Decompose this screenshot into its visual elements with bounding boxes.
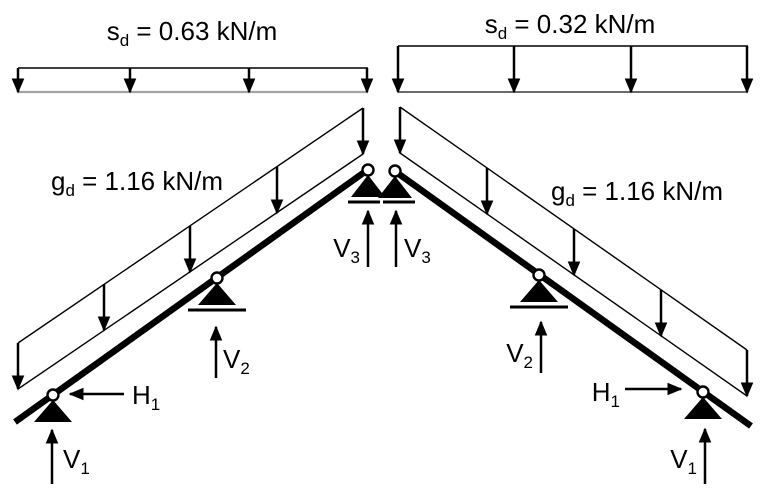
reaction-v2-right: V2 xyxy=(506,320,548,373)
support-triangle-icon xyxy=(378,176,412,198)
reaction-h1-right: H1 xyxy=(592,377,683,411)
dead-load-band-right: gd = 1.16 kN/m xyxy=(393,106,754,398)
snow-load-left-label: sd = 0.63 kN/m xyxy=(107,16,278,50)
support-ridge-left xyxy=(348,163,385,204)
support-triangle-icon xyxy=(198,283,236,305)
support-triangle-icon xyxy=(351,175,385,197)
right-rafter-beam xyxy=(394,169,753,429)
pin-circle-icon xyxy=(46,388,60,402)
pin-circle-icon xyxy=(532,268,546,282)
reaction-v2-left: V2 xyxy=(209,325,250,378)
snow-load-right-label: sd = 0.32 kN/m xyxy=(485,9,656,43)
support-left-mid xyxy=(188,271,246,312)
dead-load-right-label: gd = 1.16 kN/m xyxy=(551,176,723,210)
load-band-upper-edge xyxy=(17,107,364,344)
reaction-v1-right-label: V1 xyxy=(670,444,697,478)
support-right-eave xyxy=(684,385,722,419)
support-left-eave xyxy=(34,388,72,422)
reaction-h1-left-label: H1 xyxy=(132,380,160,414)
reaction-h1-left: H1 xyxy=(68,380,160,414)
snow-load-band-left: sd = 0.63 kN/m xyxy=(11,16,374,94)
pin-circle-icon xyxy=(361,163,375,177)
reaction-v2-right-label: V2 xyxy=(506,338,533,372)
reaction-v1-right: V1 xyxy=(670,427,712,484)
reaction-h1-right-label: H1 xyxy=(592,377,620,411)
support-triangle-icon xyxy=(520,280,558,302)
dead-load-left-label: gd = 1.16 kN/m xyxy=(51,166,223,200)
support-ridge-right xyxy=(378,164,415,204)
reaction-v3-left-label: V3 xyxy=(333,233,360,267)
reaction-v3-left: V3 xyxy=(333,209,375,267)
left-rafter-beam xyxy=(13,168,368,425)
pin-circle-icon xyxy=(696,385,710,399)
dead-load-band-left: gd = 1.16 kN/m xyxy=(11,107,370,391)
pin-circle-icon xyxy=(210,271,224,285)
reaction-v3-right-label: V3 xyxy=(404,233,431,267)
snow-load-band-right: sd = 0.32 kN/m xyxy=(391,9,754,94)
load-band-upper-edge xyxy=(399,106,748,351)
support-right-mid xyxy=(510,268,568,309)
reaction-v1-left-label: V1 xyxy=(63,444,90,478)
support-triangle-icon xyxy=(34,400,72,422)
reaction-v3-right: V3 xyxy=(389,209,431,267)
reaction-v1-left: V1 xyxy=(45,428,90,484)
support-triangle-icon xyxy=(684,397,722,419)
reaction-v2-left-label: V2 xyxy=(223,344,250,378)
pin-circle-icon xyxy=(388,164,402,178)
